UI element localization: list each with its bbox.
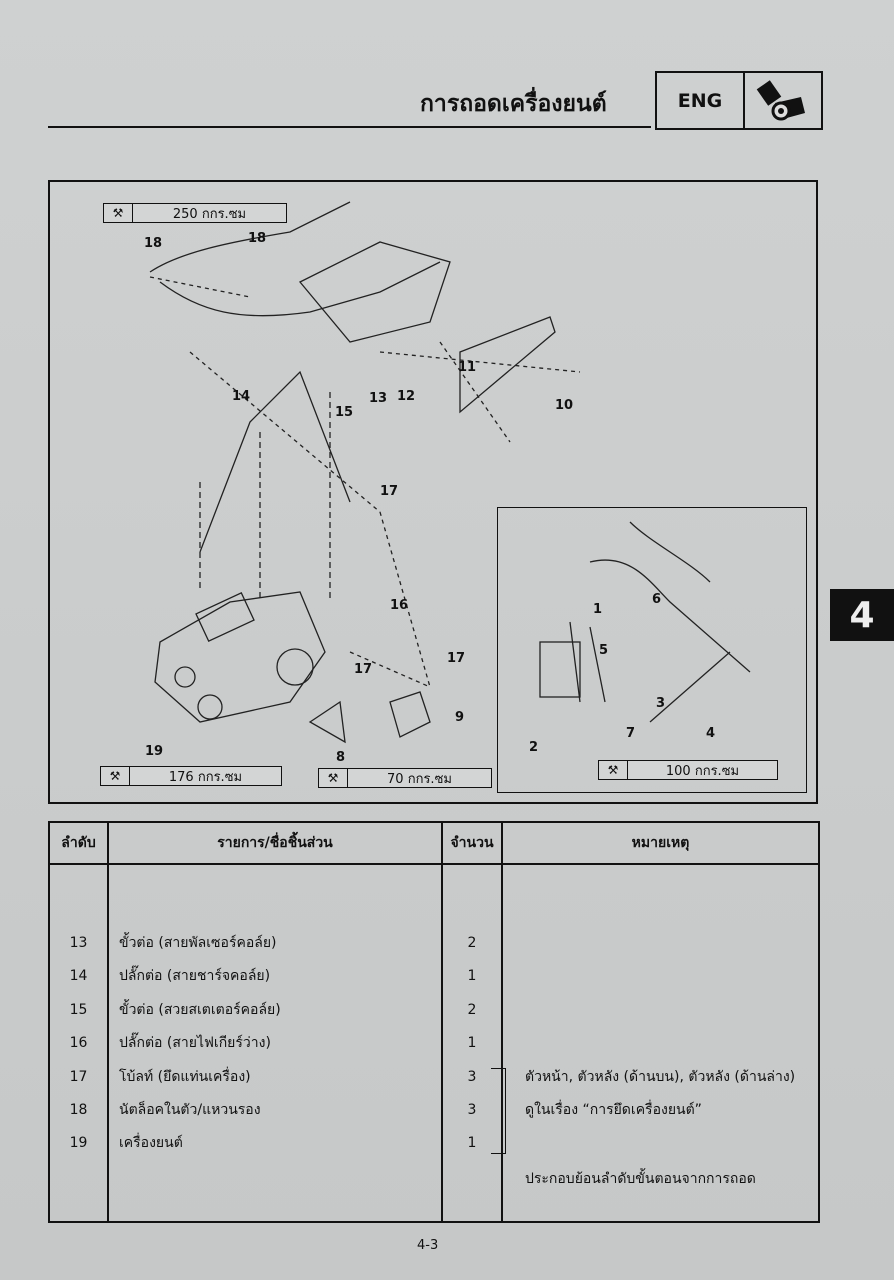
section-badge-label: ENG <box>657 73 745 128</box>
callout: 14 <box>232 389 251 404</box>
torque-value: 100 กกร.ซม <box>665 763 740 779</box>
row-number: 19 <box>69 1135 88 1152</box>
remark: ดูในเรื่อง “การยึดเครื่องยนต์” <box>525 1101 702 1118</box>
row-number: 18 <box>69 1101 88 1118</box>
callout: 17 <box>447 651 466 666</box>
exploded-diagram: ⚒250 กกร.ซม ⚒176 กกร.ซม ⚒70 กกร.ซม 18 18… <box>48 180 818 804</box>
torque-value: 176 กกร.ซม <box>168 769 243 785</box>
section-badge: ENG <box>655 71 823 130</box>
order-column: 13 14 15 16 17 18 19 <box>48 864 109 1222</box>
callout: 6 <box>652 592 662 607</box>
part-name: ขั้วต่อ (สวยสเตเตอร์คอล์ย) <box>119 1001 281 1018</box>
part-qty: 3 <box>467 1101 477 1118</box>
callout: 9 <box>455 710 465 725</box>
callout: 1 <box>593 602 603 617</box>
header-rule <box>48 126 651 128</box>
callout: 19 <box>145 744 164 759</box>
part-qty: 2 <box>467 1001 477 1018</box>
callout: 17 <box>354 662 373 677</box>
col-header-remarks: หมายเหตุ <box>501 822 820 865</box>
wrench-icon: ⚒ <box>599 761 628 779</box>
wrench-icon: ⚒ <box>104 204 133 222</box>
col-header-order: ลำดับ <box>48 822 109 865</box>
remark: ตัวหน้า, ตัวหลัง (ด้านบน), ตัวหลัง (ด้าน… <box>525 1068 796 1085</box>
table-header-row: ลำดับ รายการ/ชื่อชิ้นส่วน จำนวน หมายเหตุ <box>48 822 820 865</box>
part-name: ปลั๊กต่อ (สายชาร์จคอล์ย) <box>119 968 271 985</box>
callout: 15 <box>335 405 354 420</box>
row-number: 15 <box>69 1001 88 1018</box>
callout: 5 <box>599 643 609 658</box>
callout: 3 <box>656 696 666 711</box>
callout: 11 <box>458 360 477 375</box>
callout: 2 <box>529 740 539 755</box>
row-number: 17 <box>69 1068 88 1085</box>
callout: 16 <box>390 598 409 613</box>
part-column: ขั้วต่อ (สายพัลเซอร์คอล์ย) ปลั๊กต่อ (สาย… <box>107 864 443 1222</box>
col-header-part: รายการ/ชื่อชิ้นส่วน <box>107 822 443 865</box>
callout: 8 <box>336 750 346 765</box>
part-name: โบ้ลท์ (ยึดแท่นเครื่อง) <box>119 1068 251 1085</box>
torque-value: 250 กกร.ซม <box>172 206 247 222</box>
page-number: 4-3 <box>417 1238 439 1253</box>
torque-spec: ⚒ 100 กกร.ซม <box>598 760 778 780</box>
torque-spec: ⚒ 176 กกร.ซม <box>100 766 282 786</box>
callout: 4 <box>706 726 716 741</box>
engine-icon <box>745 73 821 128</box>
row-number: 16 <box>69 1035 88 1052</box>
chapter-tab: 4 <box>830 589 894 641</box>
remarks-column: ตัวหน้า, ตัวหลัง (ด้านบน), ตัวหลัง (ด้าน… <box>491 864 820 1222</box>
callout: 12 <box>397 389 416 404</box>
torque-spec: ⚒ 70 กกร.ซม <box>318 768 492 788</box>
callout: 17 <box>380 484 399 499</box>
row-number: 13 <box>69 935 88 951</box>
part-name: ปลั๊กต่อ (สายไฟเกียร์ว่าง) <box>119 1035 271 1052</box>
engine-drawing <box>149 201 751 744</box>
part-qty: 3 <box>467 1068 477 1085</box>
part-name: ขั้วต่อ (สายพัลเซอร์คอล์ย) <box>119 935 277 951</box>
wrench-icon: ⚒ <box>101 767 130 785</box>
part-name: เครื่องยนต์ <box>119 1135 183 1152</box>
part-qty: 1 <box>467 1035 477 1052</box>
row-number: 14 <box>69 968 88 985</box>
callout: 13 <box>369 391 388 406</box>
page-title: การถอดเครื่องยนต์ <box>420 91 607 117</box>
part-name: นัตล็อคในตัว/แหวนรอง <box>119 1101 261 1118</box>
callout: 10 <box>555 398 574 413</box>
part-qty: 1 <box>467 968 477 985</box>
group-bracket <box>491 1068 506 1154</box>
table-body: 13 14 15 16 17 18 19 ขั้วต่อ (สายพัลเซอร… <box>48 864 820 1222</box>
callout: 7 <box>626 726 636 741</box>
torque-spec: ⚒ 250 กกร.ซม <box>103 203 287 223</box>
wrench-icon: ⚒ <box>319 769 348 787</box>
inset-diagram: ⚒ 100 กกร.ซม 1 6 5 3 7 2 4 <box>497 507 807 793</box>
torque-value: 70 กกร.ซม <box>387 771 452 787</box>
part-qty: 2 <box>467 935 477 951</box>
col-header-qty: จำนวน <box>441 822 503 865</box>
callout: 18 <box>248 231 267 246</box>
qty-column: 2 1 2 1 3 3 1 <box>441 864 503 1222</box>
part-qty: 1 <box>467 1135 477 1152</box>
parts-table: ลำดับ รายการ/ชื่อชิ้นส่วน จำนวน หมายเหตุ… <box>48 821 820 1223</box>
callout: 18 <box>144 236 163 251</box>
remark: ประกอบย้อนลำดับขั้นตอนจากการถอด <box>525 1170 756 1187</box>
